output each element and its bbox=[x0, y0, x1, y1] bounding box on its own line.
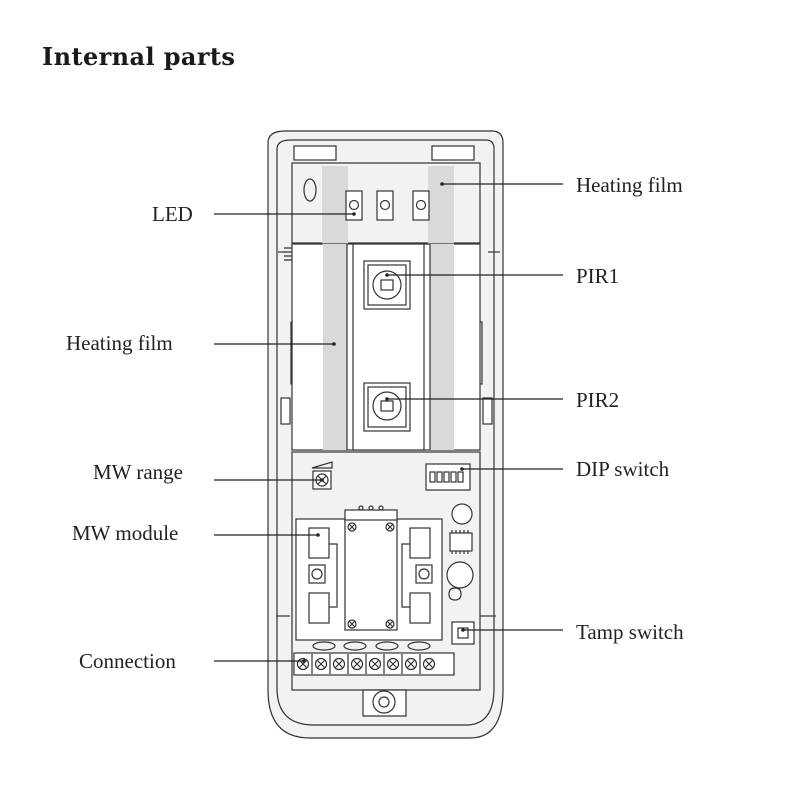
label-mw-range: MW range bbox=[93, 460, 183, 484]
tamp-switch bbox=[451, 621, 475, 645]
label-dip-switch: DIP switch bbox=[576, 457, 670, 481]
page-title: Internal parts bbox=[42, 42, 236, 71]
mw-module bbox=[295, 505, 443, 641]
label-heating-film-left: Heating film bbox=[66, 331, 173, 355]
terminal-screw bbox=[350, 657, 364, 671]
terminal-screw bbox=[314, 657, 328, 671]
terminal-screw bbox=[404, 657, 418, 671]
led-holder bbox=[345, 190, 430, 221]
terminal-screw bbox=[422, 657, 436, 671]
terminal-screw bbox=[332, 657, 346, 671]
connection-terminal-block bbox=[293, 641, 455, 717]
label-pir1: PIR1 bbox=[576, 264, 619, 288]
circuit-board bbox=[291, 451, 481, 691]
label-connection: Connection bbox=[79, 649, 176, 673]
label-pir2: PIR2 bbox=[576, 388, 619, 412]
label-tamp-switch: Tamp switch bbox=[576, 620, 684, 644]
label-led: LED bbox=[152, 202, 193, 226]
heating-film-strip-right-top bbox=[428, 166, 454, 244]
heating-film-strip-left bbox=[323, 244, 347, 450]
terminal-screw bbox=[386, 657, 400, 671]
pir-panel bbox=[291, 243, 481, 451]
heating-film-strip-right bbox=[430, 244, 454, 450]
label-heating-film-top: Heating film bbox=[576, 173, 683, 197]
terminal-screw bbox=[368, 657, 382, 671]
heating-film-strip-left-top bbox=[322, 166, 348, 244]
pir2-sensor bbox=[363, 382, 411, 432]
label-mw-module: MW module bbox=[72, 521, 178, 545]
upper-cover bbox=[291, 162, 481, 244]
pir1-sensor bbox=[363, 260, 411, 310]
